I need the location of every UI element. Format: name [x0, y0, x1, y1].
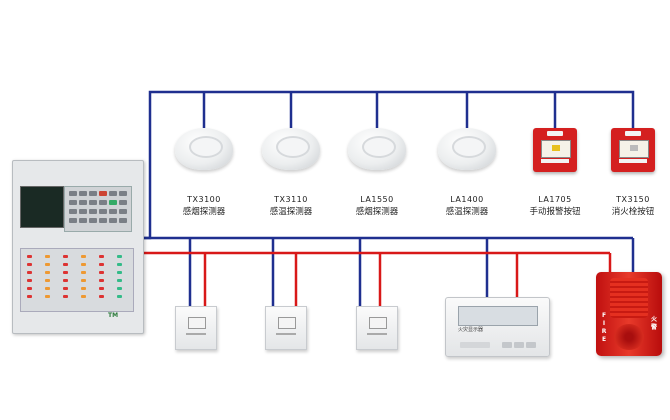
- power-line: [142, 251, 612, 306]
- device-code: LA1705: [538, 195, 572, 204]
- smoke-detector-icon: [348, 128, 406, 170]
- sounder-side-text-right: 火警: [650, 316, 657, 331]
- device-name: 消火栓按钮: [611, 207, 655, 217]
- bus-loop: [142, 90, 635, 306]
- device-code: LA1400: [450, 195, 484, 204]
- panel-lcd-screen: [20, 186, 64, 228]
- repeater-display: [458, 306, 538, 326]
- sounder-grill: [614, 324, 644, 350]
- device-code: TX3110: [274, 195, 308, 204]
- io-module-icon: [356, 306, 398, 350]
- manual-call-point-icon: [533, 128, 577, 172]
- heat-detector-icon: [438, 128, 496, 170]
- hydrant-button-icon: [611, 128, 655, 172]
- fire-display-repeater-icon: 火灾显示器: [445, 297, 550, 357]
- device-name: 手动报警按钮: [529, 207, 581, 217]
- device-code: LA1550: [360, 195, 394, 204]
- device-name: 感温探测器: [269, 207, 313, 217]
- panel-brand-logo: TM: [108, 312, 119, 319]
- strobe-lens: [610, 278, 648, 318]
- device-name: 感温探测器: [445, 207, 489, 217]
- device-code: TX3150: [616, 195, 650, 204]
- io-module-icon: [265, 306, 307, 350]
- device-name: 感烟探测器: [355, 207, 399, 217]
- device-code: TX3100: [187, 195, 221, 204]
- panel-keypad: [64, 186, 132, 232]
- panel-led-board: [20, 248, 134, 312]
- smoke-detector-icon: [175, 128, 233, 170]
- io-module-icon: [175, 306, 217, 350]
- repeater-label: 火灾显示器: [458, 327, 484, 333]
- device-name: 感烟探测器: [182, 207, 226, 217]
- heat-detector-icon: [262, 128, 320, 170]
